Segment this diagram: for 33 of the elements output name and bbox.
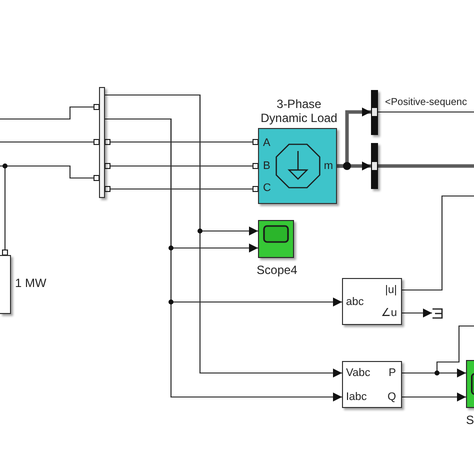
wire-line [110,141,253,143]
bus-selector-bar [371,143,378,189]
port-label: |u| [385,284,397,297]
arrow [402,308,432,318]
function-block [342,361,402,408]
port-label: m [324,160,333,173]
port-label: A [263,137,270,150]
signal-label: <Positive-sequenc [385,97,467,109]
block-label: S [466,414,474,427]
port-label: Iabc [346,391,367,404]
port-label: abc [346,296,364,309]
bus-selector-bar [371,90,378,135]
block-label: 1 MW [15,277,46,290]
wire-line [0,141,94,143]
port-label: P [388,367,396,380]
terminator-symbol [432,308,443,319]
function-block [342,278,402,325]
port-label: ∠u [380,307,397,320]
block-label: Scope4 [256,264,298,277]
wire-line [402,195,474,291]
wire-line [110,188,253,190]
measurement-block [99,87,105,198]
port-label: B [263,160,270,173]
port-label: C [263,182,271,195]
wire-line [110,165,253,167]
bus-arrow [337,162,371,170]
port-label: Q [387,391,396,404]
wire-line [378,111,474,113]
bus-line [378,164,474,168]
wire-line [0,106,94,120]
block-title: 3-Phase Dynamic Load [260,97,338,125]
port-label: Vabc [346,367,370,380]
arrow [402,392,466,402]
